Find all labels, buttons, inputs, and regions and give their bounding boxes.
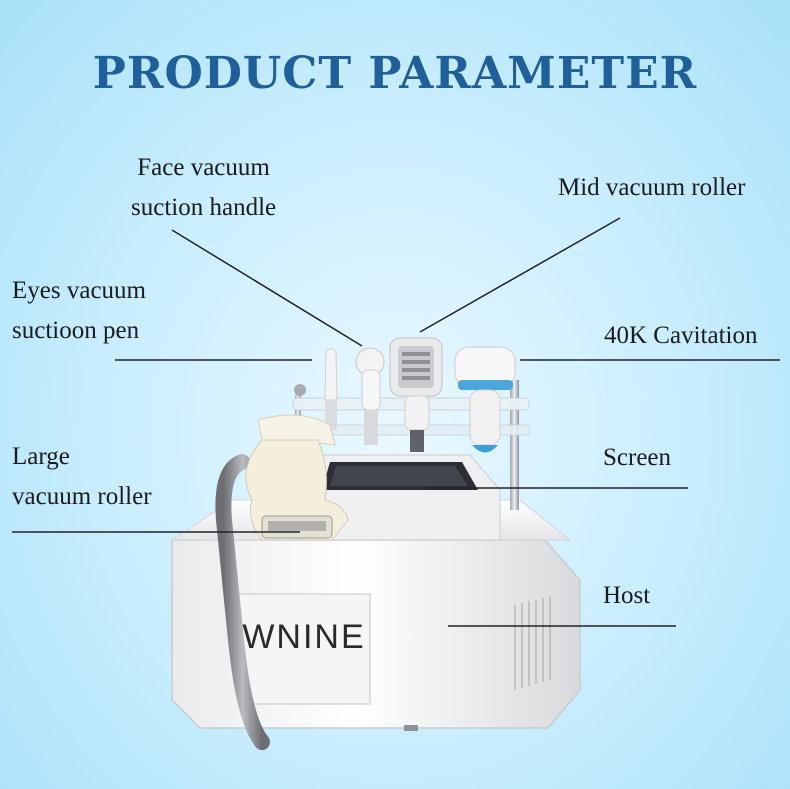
leader-lines xyxy=(12,217,780,627)
label-eyes-vacuum-line-1: Eyes vacuum xyxy=(12,277,146,304)
label-large-roller-line-1: Large xyxy=(12,443,70,470)
screen-unit xyxy=(299,454,501,541)
large-roller xyxy=(245,414,349,541)
label-screen-text: Screen xyxy=(603,444,672,471)
label-host: Host xyxy=(603,576,650,616)
label-face-vacuum-line-2: suction handle xyxy=(131,194,277,221)
label-host-text: Host xyxy=(603,582,651,609)
label-eyes-vacuum: Eyes vacuum suctioon pen xyxy=(12,271,146,351)
page-title: PRODUCT PARAMETER xyxy=(92,48,698,99)
label-mid-vacuum: Mid vacuum roller xyxy=(558,168,745,208)
label-eyes-vacuum-line-2: suctioon pen xyxy=(12,317,140,344)
label-cavitation-text: 40K Cavitation xyxy=(604,322,758,349)
brand-logo: WNINE xyxy=(242,618,366,656)
eyes-pen xyxy=(294,348,338,430)
label-large-roller: Large vacuum roller xyxy=(12,437,152,517)
mid-roller xyxy=(389,337,443,452)
label-mid-vacuum-text: Mid vacuum roller xyxy=(558,174,746,201)
cavitation-head xyxy=(454,346,516,453)
label-screen: Screen xyxy=(603,438,671,478)
face-handle xyxy=(355,347,385,445)
label-face-vacuum: Face vacuum suction handle xyxy=(131,148,276,228)
host-body xyxy=(170,499,581,731)
label-cavitation: 40K Cavitation xyxy=(604,316,757,356)
label-face-vacuum-line-1: Face vacuum xyxy=(137,154,270,181)
label-large-roller-line-2: vacuum roller xyxy=(12,483,152,510)
